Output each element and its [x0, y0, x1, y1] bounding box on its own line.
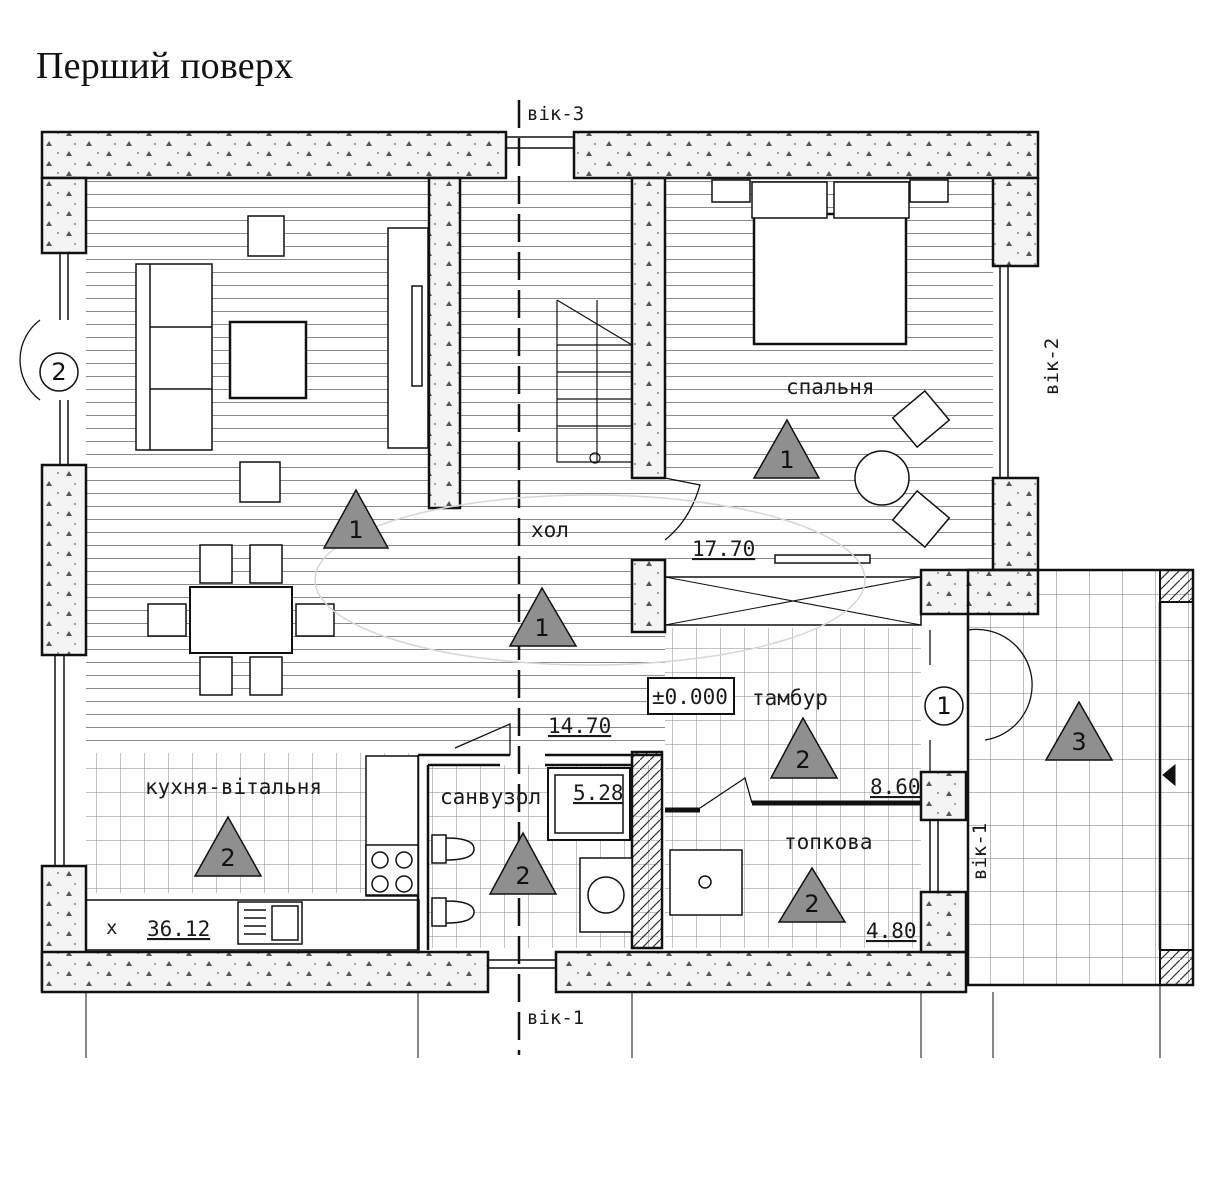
- bed: [752, 212, 908, 346]
- room-label-bedroom: спальня: [786, 375, 875, 399]
- furniture: [85, 179, 951, 951]
- area-boiler: 4.80: [866, 919, 917, 943]
- armchair: [247, 215, 285, 257]
- section-mark-right-lower: вік-1: [969, 823, 991, 880]
- floor-marker-bedroom: 1: [779, 446, 794, 474]
- entrance-mark-left: 2: [51, 358, 66, 386]
- entrance-marks: [39, 352, 964, 726]
- wardrobe: [664, 576, 922, 626]
- armchair: [239, 461, 281, 503]
- room-label-boiler: топкова: [784, 830, 873, 854]
- area-vestibule: 8.60: [870, 775, 921, 799]
- sofa: [135, 263, 213, 451]
- area-kitchen: 36.12: [147, 917, 210, 941]
- dining-table: [189, 586, 293, 654]
- section-mark-right: вік-2: [1041, 338, 1063, 395]
- doors: [19, 319, 1033, 809]
- grid-lines: [85, 100, 1161, 1058]
- floor-marker-living: 1: [348, 516, 363, 544]
- room-label-hall: хол: [531, 518, 569, 542]
- floor-marker-terrace: 3: [1071, 728, 1086, 756]
- coffee-table: [228, 320, 308, 400]
- toilet: [431, 834, 475, 864]
- level-mark-text: ±0.000: [652, 685, 728, 709]
- exterior-walls: [40, 130, 1040, 994]
- floor-marker-hall: 1: [534, 614, 549, 642]
- level-mark: ±0.000: [647, 677, 735, 715]
- kitchen-mark: x: [106, 917, 117, 939]
- interior-walls: [416, 176, 921, 950]
- floor-marker-boiler: 2: [804, 890, 819, 918]
- floor-marker-kitchen: 2: [220, 844, 235, 872]
- room-label-vestibule: тамбур: [752, 686, 828, 710]
- section-mark-bottom: вік-1: [527, 1007, 584, 1029]
- area-hall: 14.70: [548, 714, 611, 738]
- section-marks: вік-3 вік-1 вік-2 вік-1: [527, 103, 1063, 1029]
- room-label-kitchen: кухня-вітальня: [145, 775, 322, 799]
- section-mark-top: вік-3: [527, 103, 584, 125]
- entrance-mark-right: 1: [936, 692, 951, 720]
- area-bedroom: 17.70: [692, 537, 755, 561]
- room-label-bathroom: санвузол: [440, 785, 541, 809]
- floor-markers: [193, 418, 1114, 923]
- terrace: [966, 568, 1195, 987]
- round-table: [854, 450, 910, 506]
- windows: [54, 136, 1009, 969]
- watermark: [314, 494, 866, 666]
- floor-marker-vestibule: 2: [795, 746, 810, 774]
- floor-marker-bathroom: 2: [515, 862, 530, 890]
- area-bathroom: 5.28: [573, 781, 624, 805]
- page-title: Перший поверх: [36, 45, 294, 87]
